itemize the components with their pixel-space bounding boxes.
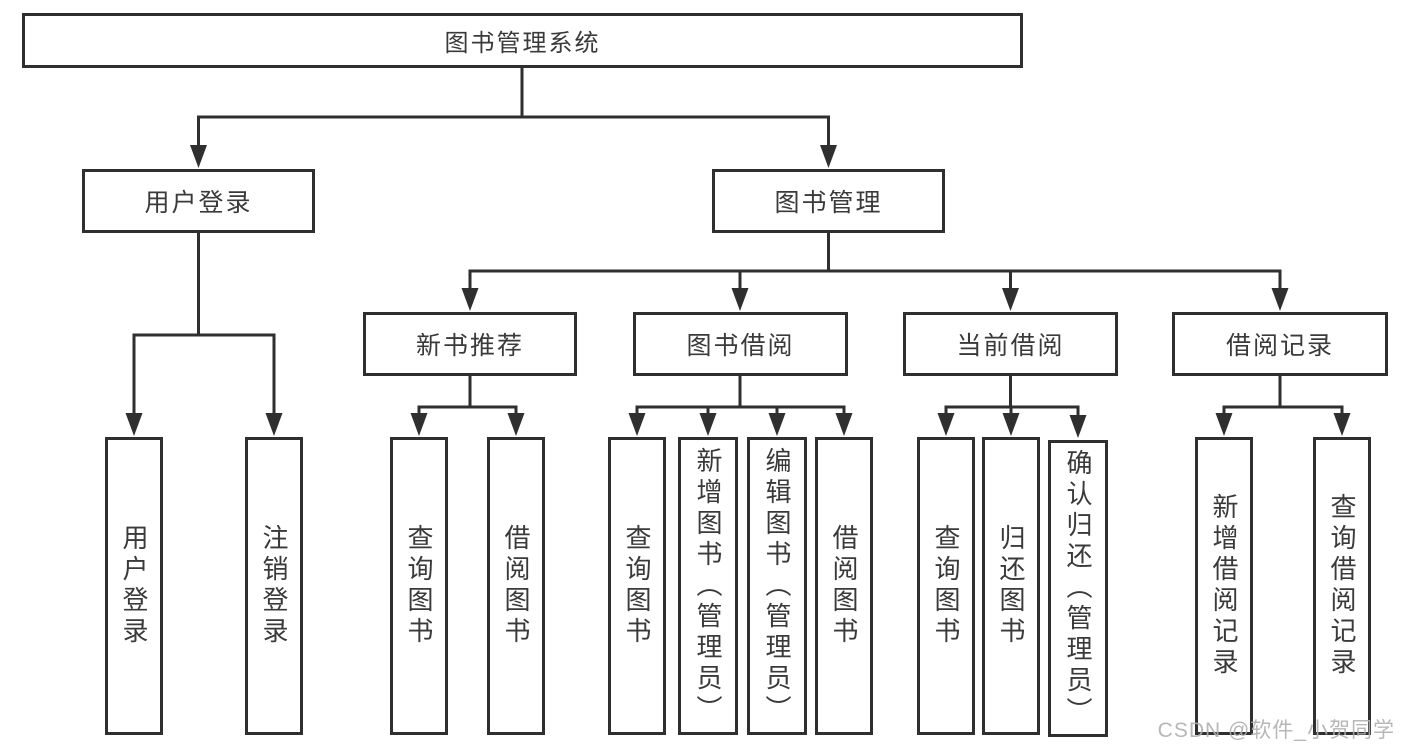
node-label: 当前借阅 [956, 332, 1065, 360]
leaf-borrow-books-recommend: 借阅图书 [487, 437, 545, 735]
node-label: 注销登录 [259, 524, 289, 648]
leaf-query-borrow-record: 查询借阅记录 [1313, 437, 1371, 735]
leaf-logout-login: 注销登录 [245, 437, 303, 735]
node-label: 用户登录 [144, 189, 253, 217]
node-label: 查询图书 [404, 524, 434, 648]
node-new-book-recommend: 新书推荐 [363, 312, 577, 376]
leaf-add-books-admin: 新增图书（管理员） [678, 437, 738, 735]
node-label: 编辑图书（管理员） [762, 446, 792, 726]
node-label: 查询图书 [622, 524, 652, 648]
node-label: 图书借阅 [686, 332, 795, 360]
leaf-user-login: 用户登录 [105, 437, 163, 735]
node-label: 借阅记录 [1225, 332, 1334, 360]
connector-current-borrow-to-leaves [937, 376, 1087, 438]
csdn-watermark: CSDN @软件_小贺同学 [1157, 719, 1395, 742]
node-label: 新增借阅记录 [1209, 493, 1239, 679]
leaf-query-books-borrow: 查询图书 [608, 437, 666, 735]
connector-borrow-records-to-leaves [1215, 376, 1351, 436]
connector-book-management-to-level3 [461, 233, 1289, 311]
connector-new-book-recommend-to-leaves [410, 376, 525, 436]
node-label: 借阅图书 [829, 524, 859, 648]
node-label: 查询借阅记录 [1327, 493, 1357, 679]
node-book-management: 图书管理 [712, 169, 945, 233]
leaf-query-books-current: 查询图书 [917, 437, 975, 735]
node-current-borrow: 当前借阅 [903, 312, 1118, 376]
connector-root-to-level2 [190, 68, 837, 168]
node-label: 图书管理系统 [444, 30, 601, 57]
node-borrow-records: 借阅记录 [1172, 312, 1388, 376]
node-label: 新书推荐 [415, 332, 524, 360]
node-label: 确认归还（管理员） [1063, 449, 1093, 728]
leaf-return-books: 归还图书 [982, 437, 1040, 735]
node-user-login: 用户登录 [82, 169, 315, 233]
node-book-borrow: 图书借阅 [633, 312, 848, 376]
node-label: 图书管理 [774, 189, 883, 217]
leaf-query-books-recommend: 查询图书 [390, 437, 448, 735]
leaf-borrow-books-borrow: 借阅图书 [815, 437, 873, 735]
node-label: 新增图书（管理员） [693, 446, 723, 726]
node-label: 归还图书 [996, 524, 1026, 648]
node-label: 用户登录 [119, 524, 149, 648]
node-label: 查询图书 [931, 524, 961, 648]
node-label: 借阅图书 [501, 524, 531, 648]
connector-book-borrow-to-leaves [628, 376, 853, 436]
connector-user-login-to-leaves [125, 233, 283, 436]
leaf-confirm-return-admin: 确认归还（管理员） [1048, 440, 1108, 737]
leaf-edit-books-admin: 编辑图书（管理员） [747, 437, 807, 735]
node-library-management-system: 图书管理系统 [22, 13, 1023, 68]
leaf-add-borrow-record: 新增借阅记录 [1195, 437, 1253, 735]
